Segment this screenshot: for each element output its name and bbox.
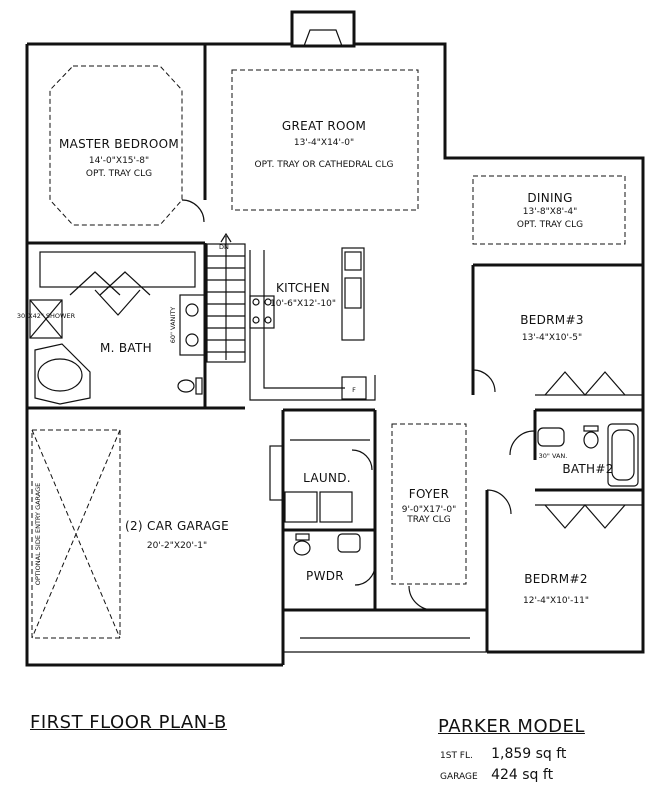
kitchen bbox=[249, 247, 376, 401]
dining-name: DINING bbox=[527, 191, 572, 205]
bedrm2-dims: 12'-4"X10'-11" bbox=[523, 596, 589, 606]
bedrm3-dims: 13'-4"X10'-5" bbox=[522, 333, 582, 343]
master-bath bbox=[27, 243, 245, 410]
plan-title: FIRST FLOOR PLAN-B bbox=[30, 712, 227, 733]
staircase bbox=[206, 232, 246, 363]
kitchen-name: KITCHEN bbox=[276, 281, 330, 295]
room-labels: MASTER BEDROOM 14'-0"X15'-8" OPT. TRAY C… bbox=[34, 119, 613, 606]
bath2-name: BATH#2 bbox=[562, 462, 613, 476]
stat-value: 424 sq ft bbox=[491, 767, 554, 783]
bedrm3-name: BEDRM#3 bbox=[520, 313, 584, 327]
vanity2-label: 30" VAN. bbox=[539, 452, 568, 460]
foyer bbox=[391, 423, 467, 611]
dining-note: OPT. TRAY CLG bbox=[517, 220, 583, 230]
stat-row-1st-fl: 1ST FL. 1,859 sq ft bbox=[440, 743, 620, 762]
bath-2 bbox=[509, 410, 643, 492]
dining-room bbox=[472, 175, 626, 245]
front-porch bbox=[282, 610, 487, 653]
bedroom-2 bbox=[485, 489, 643, 610]
pwdr-name: PWDR bbox=[306, 569, 344, 583]
dining-dims: 13'-8"X8'-4" bbox=[523, 207, 578, 217]
foyer-note: TRAY CLG bbox=[406, 515, 451, 525]
vanity-label: 60" VANITY bbox=[169, 307, 177, 344]
fireplace bbox=[290, 10, 356, 48]
stat-label: GARAGE bbox=[440, 772, 478, 782]
m-bath-name: M. BATH bbox=[100, 341, 152, 355]
garage-side-note: OPTIONAL SIDE ENTRY GARAGE bbox=[34, 483, 42, 586]
powder-room bbox=[293, 533, 376, 586]
stat-value: 1,859 sq ft bbox=[491, 746, 567, 762]
laundry bbox=[269, 408, 377, 610]
laund-name: LAUND. bbox=[303, 471, 351, 485]
stat-row-garage: GARAGE 424 sq ft bbox=[440, 764, 620, 783]
stat-label: 1ST FL. bbox=[440, 751, 473, 761]
kitchen-dims: 10'-6"X12'-10" bbox=[270, 299, 336, 309]
master-bedroom-dims: 14'-0"X15'-8" bbox=[89, 156, 149, 166]
foyer-name: FOYER bbox=[409, 487, 449, 501]
fixture-labels: DN 30"X42" SHOWER 60" VANITY 30" VAN. F bbox=[17, 243, 567, 460]
foyer-dims: 9'-0"X17'-0" bbox=[402, 505, 457, 515]
master-bedroom-name: MASTER BEDROOM bbox=[59, 137, 179, 151]
stair-dn-label: DN bbox=[219, 243, 229, 251]
fridge-label: F bbox=[352, 386, 356, 394]
master-bedroom-note: OPT. TRAY CLG bbox=[86, 169, 152, 179]
great-room-name: GREAT ROOM bbox=[282, 119, 366, 133]
shower-label: 30"X42" SHOWER bbox=[17, 312, 76, 320]
master-bedroom bbox=[27, 44, 207, 245]
bedrm2-name: BEDRM#2 bbox=[524, 572, 588, 586]
bedroom-3 bbox=[471, 263, 643, 412]
great-room bbox=[231, 60, 447, 211]
garage-dims: 20'-2"X20'-1" bbox=[147, 541, 207, 551]
model-name: PARKER MODEL bbox=[438, 716, 585, 737]
garage-name: (2) CAR GARAGE bbox=[125, 519, 229, 533]
great-room-dims: 13'-4"X14'-0" bbox=[294, 138, 354, 148]
great-room-note: OPT. TRAY OR CATHEDRAL CLG bbox=[255, 160, 394, 170]
garage bbox=[25, 408, 285, 665]
